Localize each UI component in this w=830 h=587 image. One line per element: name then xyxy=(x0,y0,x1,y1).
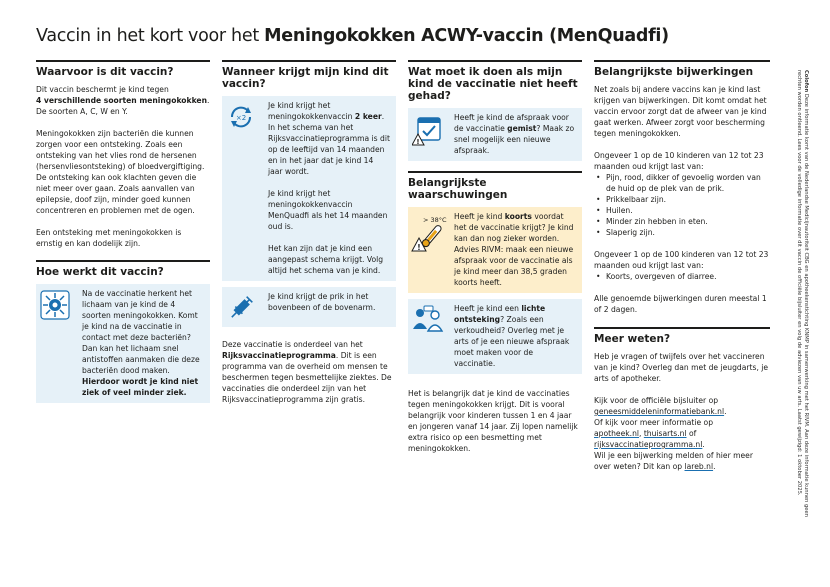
link-thuisarts[interactable]: thuisarts.nl xyxy=(643,429,687,438)
section-heading-waarschuwingen: Belangrijkste waarschuwingen xyxy=(408,171,582,201)
list-item: Pijn, rood, dikker of gevoelig worden va… xyxy=(596,172,770,194)
list-item: Slaperig zijn. xyxy=(596,227,770,238)
rvp-text: Deze vaccinatie is onderdeel van het Rij… xyxy=(222,340,392,404)
missed-appointment-box: ! Heeft je kind de afspraak voor de vacc… xyxy=(408,108,582,161)
section-heading-niet-gehad: Wat moet ik doen als mijn kind de vaccin… xyxy=(408,60,582,102)
schedule-box: ×2 Je kind krijgt het meningokokkenvacci… xyxy=(222,96,396,281)
schedule-text: Je kind krijgt het meningokokkenvaccin 2… xyxy=(268,101,390,176)
section-heading-wanneer: Wanneer krijgt mijn kind dit vaccin? xyxy=(222,60,396,90)
calendar-warning-icon: ! xyxy=(408,108,448,161)
missed-appointment-text: Heeft je kind de afspraak voor de vaccin… xyxy=(454,113,575,155)
link-apotheek[interactable]: apotheek.nl xyxy=(594,429,639,438)
column-4: Belangrijkste bijwerkingen Net zoals bij… xyxy=(594,60,770,472)
link-lareb[interactable]: lareb.nl xyxy=(684,462,714,471)
column-3: Wat moet ik doen als mijn kind de vaccin… xyxy=(408,60,582,454)
list-item: Huilen. xyxy=(596,205,770,216)
immune-cell-icon xyxy=(36,284,76,403)
title-prefix: Vaccin in het kort voor het xyxy=(36,26,265,46)
mild-infection-box: Heeft je kind een lichte ontsteking? Zoa… xyxy=(408,299,582,374)
section-heading-waarvoor: Waarvoor is dit vaccin? xyxy=(36,60,210,78)
column-1: Waarvoor is dit vaccin? Dit vaccin besch… xyxy=(36,60,210,403)
section-heading-hoe-werkt: Hoe werkt dit vaccin? xyxy=(36,260,210,278)
side-effects-common-list: Pijn, rood, dikker of gevoelig worden va… xyxy=(594,172,770,238)
colophon-text: Colofon Deze informatie komt van de Nede… xyxy=(796,70,809,517)
how-it-works-result: Hierdoor wordt je kind niet ziek of veel… xyxy=(82,377,199,397)
svg-text:!: ! xyxy=(417,243,420,252)
list-item: Prikkelbaar zijn. xyxy=(596,194,770,205)
side-effects-intro: Net zoals bij andere vaccins kan je kind… xyxy=(594,85,767,138)
link-geneesmiddeleninformatiebank[interactable]: geneesmiddeleninformatiebank.nl xyxy=(594,407,725,416)
fever-warning-text: Heeft je kind koorts voordat het de vacc… xyxy=(454,212,574,287)
fever-warning-box: > 38°C ! Heeft je kind koorts voordat he… xyxy=(408,207,582,293)
how-it-works-box: Na de vaccinatie herkent het lichaam van… xyxy=(36,284,210,403)
thermometer-icon: > 38°C ! xyxy=(408,207,448,293)
page-title: Vaccin in het kort voor het Meningokokke… xyxy=(36,26,669,46)
list-item: Koorts, overgeven of diarree. xyxy=(596,271,770,282)
doctor-consult-icon xyxy=(408,299,448,374)
svg-text:!: ! xyxy=(416,138,419,146)
side-effects-rare-list: Koorts, overgeven of diarree. xyxy=(594,271,770,282)
how-it-works-text: Na de vaccinatie herkent het lichaam van… xyxy=(82,289,200,375)
importance-text: Het is belangrijk dat je kind de vaccina… xyxy=(408,389,578,453)
side-effects-rare-intro: Ongeveer 1 op de 100 kinderen van 12 tot… xyxy=(594,250,769,270)
repeat-two-icon: ×2 xyxy=(222,96,262,281)
adjusted-schedule-text: Het kan zijn dat je kind een aangepast s… xyxy=(268,244,384,275)
mild-infection-text: Heeft je kind een lichte ontsteking? Zoa… xyxy=(454,304,570,368)
questions-text: Heb je vragen of twijfels over het vacci… xyxy=(594,352,769,383)
svg-text:×2: ×2 xyxy=(236,114,246,122)
danger-text: Een ontsteking met meningokokken is erns… xyxy=(36,228,182,248)
link-rijksvaccinatieprogramma[interactable]: rijksvaccinatieprogramma.nl xyxy=(594,440,703,449)
menquadfi-age-text: Je kind krijgt het meningokokkenvaccin M… xyxy=(268,189,388,231)
colophon-sidebar: Colofon Deze informatie komt van de Nede… xyxy=(781,70,821,540)
section-heading-bijwerkingen: Belangrijkste bijwerkingen xyxy=(594,60,770,78)
side-effects-duration: Alle genoemde bijwerkingen duren meestal… xyxy=(594,294,767,314)
list-item: Minder zin hebben in eten. xyxy=(596,216,770,227)
thermometer-label: > 38°C xyxy=(423,216,447,224)
bacteria-text: Meningokokken zijn bacteriën die kunnen … xyxy=(36,129,205,215)
side-effects-common-intro: Ongeveer 1 op de 10 kinderen van 12 tot … xyxy=(594,151,764,171)
injection-site-text: Je kind krijgt de prik in het bovenbeen … xyxy=(268,292,376,312)
section-heading-meer-weten: Meer weten? xyxy=(594,327,770,345)
report-text: Wil je een bijwerking melden of hier mee… xyxy=(594,451,753,471)
syringe-icon xyxy=(222,287,262,327)
injection-site-box: Je kind krijgt de prik in het bovenbeen … xyxy=(222,287,396,327)
column-2: Wanneer krijgt mijn kind dit vaccin? ×2 … xyxy=(222,60,396,405)
title-bold: Meningokokken ACWY-vaccin (MenQuadfi) xyxy=(264,26,669,46)
